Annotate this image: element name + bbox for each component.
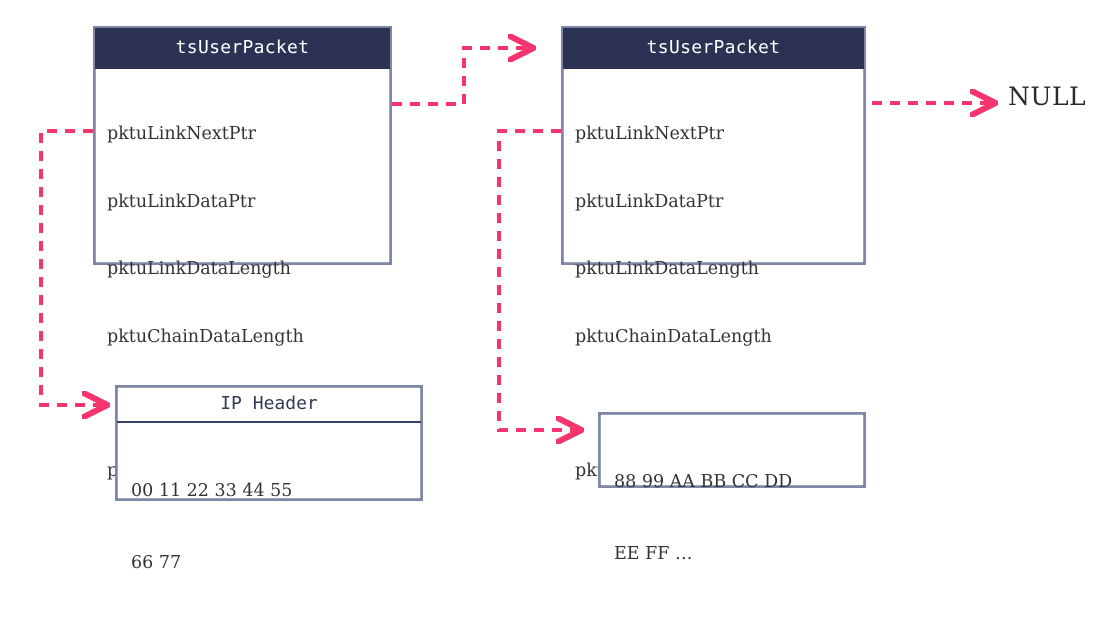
payload-hex-line-2: EE FF … — [614, 544, 693, 564]
packet-1-field-next-ptr: pktuLinkNextPtr — [107, 124, 256, 144]
payload-buffer-box[interactable]: 88 99 AA BB CC DD EE FF … — [598, 412, 866, 564]
packet-1-field-chain-data-length: pktuChainDataLength — [107, 326, 304, 347]
packet-2-field-data-ptr: pktuLinkDataPtr — [575, 191, 724, 212]
packet-2-field-next-ptr: pktuLinkNextPtr — [575, 124, 724, 144]
arrow-packet1-next-to-packet2 — [392, 48, 530, 106]
packet-box-2[interactable]: tsUserPacket pktuLinkNextPtr pktuLinkDat… — [561, 26, 866, 481]
null-terminator-label: NULL — [1008, 82, 1087, 111]
payload-hex-line-1: 88 99 AA BB CC DD — [614, 472, 793, 492]
ip-header-hex-line-2: 66 77 — [131, 553, 182, 573]
ip-header-hex-line-1: 00 11 22 33 44 55 — [131, 481, 293, 501]
packet-2-field-data-length: pktuLinkDataLength — [575, 259, 759, 279]
diagram-canvas: tsUserPacket pktuLinkNextPtr pktuLinkDat… — [39, 26, 1087, 573]
packet-1-title: tsUserPacket — [95, 28, 390, 69]
payload-buffer-body: 88 99 AA BB CC DD EE FF … — [600, 414, 864, 620]
packet-2-title: tsUserPacket — [563, 28, 864, 69]
ip-header-buffer-title: IP Header — [117, 387, 421, 423]
packet-box-1[interactable]: tsUserPacket pktuLinkNextPtr pktuLinkDat… — [93, 26, 392, 481]
packet-1-field-data-length: pktuLinkDataLength — [107, 259, 291, 279]
packet-2-field-chain-data-length: pktuChainDataLength — [575, 326, 772, 347]
ip-header-buffer-body: 00 11 22 33 44 55 66 77 — [117, 423, 421, 629]
ip-header-buffer-box[interactable]: IP Header 00 11 22 33 44 55 66 77 — [115, 385, 423, 573]
packet-1-field-data-ptr: pktuLinkDataPtr — [107, 191, 256, 212]
